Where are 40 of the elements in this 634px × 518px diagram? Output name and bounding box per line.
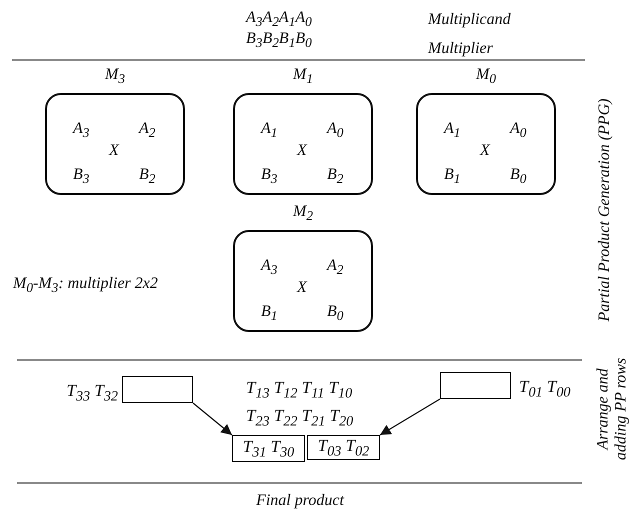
term-pair: T$_{01}$ T$_{00}$ — [519, 378, 570, 400]
term-row: T$_{23}$ T$_{22}$ T$_{21}$ T$_{20}$ — [246, 407, 354, 429]
module-label: M$_{0}$ — [476, 67, 496, 86]
module-label: M$_{1}$ — [293, 67, 313, 86]
operand-term: A$_{1}$ — [261, 121, 278, 140]
term-pair: T$_{33}$ T$_{32}$ — [66, 382, 118, 404]
arrow — [380, 398, 440, 436]
term-pair: T$_{03}$ T$_{02}$ — [318, 436, 370, 458]
operand-term: A$_{0}$ — [327, 121, 344, 140]
operand-term: A$_{2}$ — [327, 258, 344, 277]
note-text: M$_{0}$-M$_{3}$: multiplier 2x2 — [13, 276, 158, 295]
operand-term: X — [109, 143, 119, 159]
operand-term: A$_{2}$ — [139, 121, 156, 140]
operand-term: A$_{3}$ — [261, 258, 278, 277]
output-label: Final product — [256, 493, 344, 509]
operand-term: A$_{3}$ — [73, 121, 90, 140]
operand-term: X — [297, 143, 307, 159]
arrow — [192, 402, 232, 436]
operand-term: B$_{1}$ — [444, 167, 460, 186]
operand-caption: Multiplier — [428, 41, 493, 57]
term-pair: T$_{31}$ T$_{30}$ — [242, 438, 294, 460]
term-row: T$_{13}$ T$_{12}$ T$_{11}$ T$_{10}$ — [246, 379, 352, 401]
operand-term: A$_{0}$ — [510, 121, 526, 140]
operand-bits: B$_{3}$B$_{2}$B$_{1}$B$_{0}$ — [246, 31, 312, 50]
operand-term: B$_{3}$ — [73, 167, 90, 186]
operand-term: X — [297, 280, 307, 296]
operand-term: X — [480, 143, 490, 159]
operand-term: B$_{2}$ — [139, 167, 156, 186]
section-label: Partial Product Generation (PPG) — [597, 98, 613, 322]
operand-term: A$_{1}$ — [444, 121, 460, 140]
module-label: M$_{3}$ — [105, 67, 125, 86]
operand-term: B$_{1}$ — [261, 304, 278, 323]
operand-caption: Multiplicand — [428, 12, 511, 28]
section-label: Arrange and adding PP rows — [594, 356, 630, 462]
operand-bits: A$_{3}$A$_{2}$A$_{1}$A$_{0}$ — [246, 10, 312, 29]
operand-term: B$_{0}$ — [510, 167, 526, 186]
operand-term: B$_{3}$ — [261, 167, 278, 186]
module-label: M$_{2}$ — [293, 204, 313, 223]
operand-term: B$_{0}$ — [327, 304, 344, 323]
operand-term: B$_{2}$ — [327, 167, 344, 186]
